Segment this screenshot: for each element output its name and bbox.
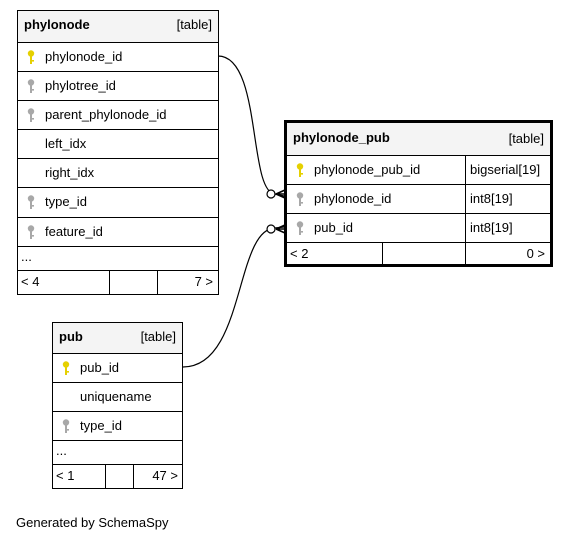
table-header: phylonode [table] <box>18 11 218 42</box>
children-count[interactable]: 47 > <box>152 468 178 483</box>
column-name: pub_id <box>80 360 120 375</box>
primary-key-icon <box>62 361 70 375</box>
parents-count[interactable]: < 4 <box>21 274 40 289</box>
relationship-crowfoot-pub <box>266 224 276 234</box>
column-name: uniquename <box>80 389 152 404</box>
table-header: pub [table] <box>53 323 182 353</box>
column-row[interactable]: feature_id <box>18 217 218 246</box>
children-count[interactable]: 0 > <box>526 246 545 261</box>
table-name: pub <box>59 329 83 344</box>
parents-count[interactable]: < 1 <box>56 468 75 483</box>
table-kind: [table] <box>176 17 212 32</box>
column-row[interactable]: type_id <box>53 411 182 440</box>
table-name: phylonode <box>24 17 90 32</box>
column-name: right_idx <box>45 165 95 180</box>
column-name: phylotree_id <box>45 78 116 93</box>
column-name: phylonode_id <box>314 191 392 206</box>
more-columns-ellipsis: ... <box>56 443 67 458</box>
column-row[interactable]: phylonode_pub_id bigserial[19] <box>287 155 550 184</box>
column-row[interactable]: phylonode_id int8[19] <box>287 184 550 213</box>
table-name: phylonode_pub <box>293 130 390 145</box>
relationship-phylonode-to-phylonode-pub <box>217 55 285 197</box>
column-row[interactable]: uniquename <box>53 382 182 411</box>
primary-key-icon <box>296 163 304 177</box>
foreign-key-icon <box>27 225 35 239</box>
column-name: phylonode_id <box>45 49 123 64</box>
column-name: pub_id <box>314 220 354 235</box>
foreign-key-icon <box>27 79 35 93</box>
column-row[interactable]: phylotree_id <box>18 71 218 100</box>
column-name: type_id <box>45 194 87 209</box>
foreign-key-icon <box>27 195 35 209</box>
more-columns-row[interactable]: ... <box>53 440 182 464</box>
column-row[interactable]: type_id <box>18 187 218 217</box>
table-footer: < 1 47 > <box>53 464 182 488</box>
children-count[interactable]: 7 > <box>194 274 213 289</box>
table-phylonode-pub[interactable]: phylonode_pub [table] phylonode_pub_id b… <box>284 120 553 267</box>
table-header: phylonode_pub [table] <box>287 123 550 155</box>
generated-by-note: Generated by SchemaSpy <box>16 515 169 530</box>
column-name: type_id <box>80 418 122 433</box>
column-row[interactable]: right_idx <box>18 158 218 187</box>
parents-count[interactable]: < 2 <box>290 246 309 261</box>
more-columns-ellipsis: ... <box>21 249 32 264</box>
table-kind: [table] <box>140 329 176 344</box>
column-row[interactable]: parent_phylonode_id <box>18 100 218 129</box>
column-name: parent_phylonode_id <box>45 107 167 122</box>
table-kind: [table] <box>508 131 544 146</box>
primary-key-icon <box>27 50 35 64</box>
column-type: int8[19] <box>470 191 513 206</box>
column-row[interactable]: pub_id int8[19] <box>287 213 550 242</box>
column-type: int8[19] <box>470 220 513 235</box>
foreign-key-icon <box>27 108 35 122</box>
column-row[interactable]: left_idx <box>18 129 218 158</box>
relationship-crowfoot-phylonode <box>266 189 276 199</box>
table-pub[interactable]: pub [table] pub_id uniquename type_id ..… <box>52 322 183 489</box>
table-footer: < 2 0 > <box>287 242 550 265</box>
foreign-key-icon <box>296 192 304 206</box>
column-type: bigserial[19] <box>470 162 541 177</box>
foreign-key-icon <box>296 221 304 235</box>
more-columns-row[interactable]: ... <box>18 246 218 270</box>
table-footer: < 4 7 > <box>18 270 218 294</box>
column-name: phylonode_pub_id <box>314 162 421 177</box>
column-name: left_idx <box>45 136 87 151</box>
column-name: feature_id <box>45 224 103 239</box>
foreign-key-icon <box>62 419 70 433</box>
column-row[interactable]: phylonode_id <box>18 42 218 71</box>
table-phylonode[interactable]: phylonode [table] phylonode_id phylotree… <box>17 10 219 295</box>
column-row[interactable]: pub_id <box>53 353 182 382</box>
